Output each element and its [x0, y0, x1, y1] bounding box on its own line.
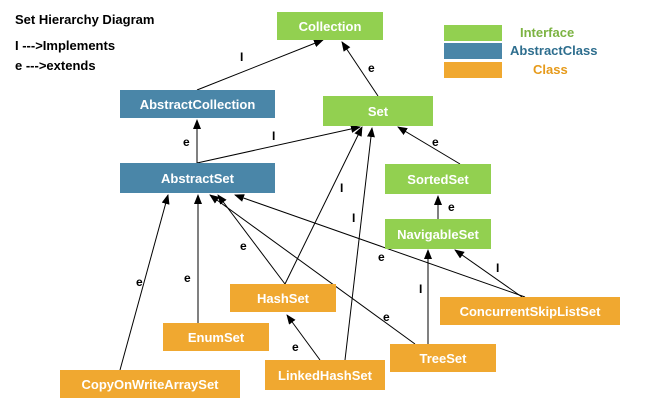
edge-copy-on-write-array-set-to-abstract-set: [119, 194, 170, 371]
node-copy-on-write-array-set: CopyOnWriteArraySet: [60, 370, 240, 398]
edge-label: I: [272, 129, 275, 143]
edge-concurrent-skip-list-set-to-navigable-set: [454, 249, 523, 298]
edge-hash-set-to-abstract-set: [217, 194, 286, 285]
edge-label: e: [368, 61, 375, 75]
edge-label: e: [383, 310, 390, 324]
edge-abstract-set-to-set: [196, 125, 361, 164]
node-abstract-set: AbstractSet: [120, 163, 275, 193]
edge-label: e: [448, 200, 455, 214]
diagram-title: Set Hierarchy Diagram: [15, 12, 155, 27]
edge-linked-hash-set-to-hash-set: [286, 314, 321, 361]
implements-key: I --->Implements: [15, 38, 116, 53]
node-collection: Collection: [277, 12, 383, 40]
legend-interface-label: Interface: [520, 25, 575, 40]
edge-set-to-collection: [341, 41, 379, 97]
edge-label: I: [352, 211, 355, 225]
node-enum-set: EnumSet: [163, 323, 269, 351]
edge-label: I: [496, 261, 499, 275]
edge-label: I: [240, 50, 243, 64]
node-concurrent-skip-list-set: ConcurrentSkipListSet: [440, 297, 620, 325]
edge-hash-set-to-set: [284, 126, 363, 285]
edge-label: I: [340, 181, 343, 195]
extends-key: e --->extends: [15, 58, 96, 73]
node-set: Set: [323, 96, 433, 126]
edge-linked-hash-set-to-set: [344, 127, 375, 361]
legend-abstractclass-swatch: [444, 43, 502, 59]
legend-interface-swatch: [444, 25, 502, 41]
edge-abstract-collection-to-collection: [196, 39, 324, 91]
node-sorted-set: SortedSet: [385, 164, 491, 194]
edge-label: e: [240, 239, 247, 253]
edge-label: e: [378, 250, 385, 264]
edge-label: e: [136, 275, 143, 289]
edge-label: e: [184, 271, 191, 285]
node-navigable-set: NavigableSet: [385, 219, 491, 249]
legend-abstractclass-label: AbstractClass: [510, 43, 598, 58]
legend-class-swatch: [444, 62, 502, 78]
edge-label: e: [183, 135, 190, 149]
edge-sorted-set-to-set: [397, 126, 461, 165]
edge-label: e: [432, 135, 439, 149]
edge-label: e: [292, 340, 299, 354]
edge-label: I: [419, 282, 422, 296]
node-abstract-collection: AbstractCollection: [120, 90, 275, 118]
edge-concurrent-skip-list-set-to-abstract-set: [234, 194, 526, 298]
node-hash-set: HashSet: [230, 284, 336, 312]
edge-tree-set-to-abstract-set: [209, 194, 416, 345]
legend-class-label: Class: [533, 62, 568, 77]
node-tree-set: TreeSet: [390, 344, 496, 372]
node-linked-hash-set: LinkedHashSet: [265, 360, 385, 390]
